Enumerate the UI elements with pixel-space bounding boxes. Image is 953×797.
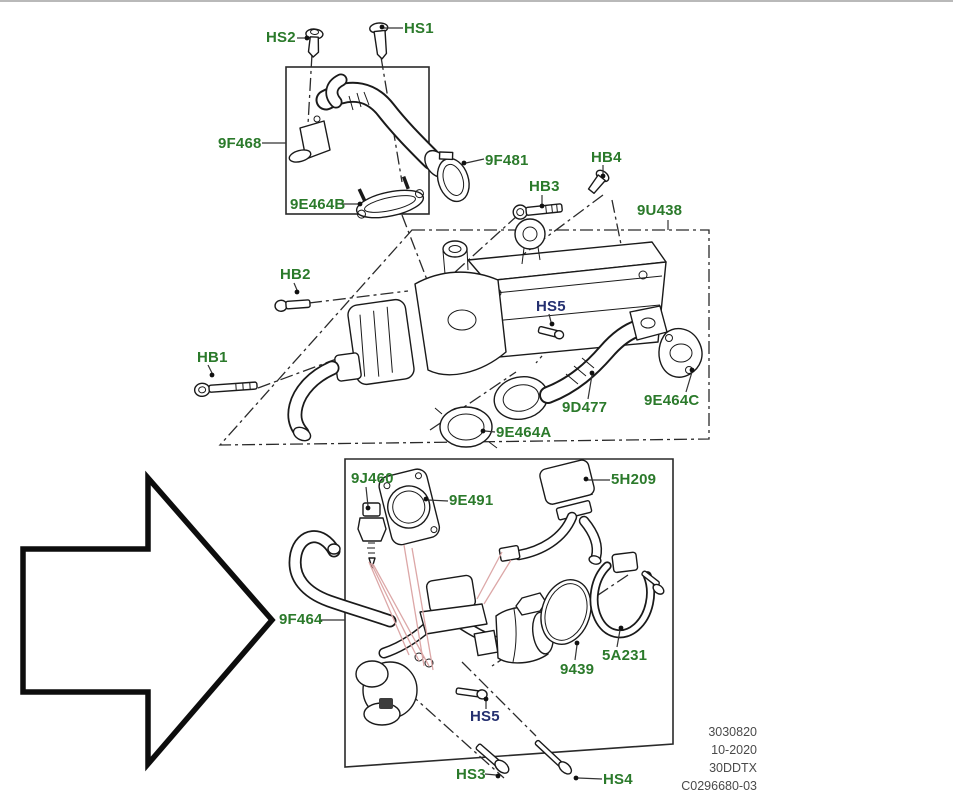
part-5h209-solenoid — [498, 459, 603, 565]
part-9e464b-gasket — [355, 175, 425, 219]
drawing-number: 3030820 — [708, 725, 757, 739]
part-9j460-sensor — [357, 502, 387, 569]
callout-hs5-bottom[interactable]: HS5 — [470, 708, 500, 725]
part-9e491-gasket — [378, 468, 441, 546]
callout-9f468[interactable]: 9F468 — [218, 135, 262, 152]
part-5a231-clamp — [589, 551, 665, 639]
part-hs3-bolt — [475, 743, 510, 774]
callout-9f464[interactable]: 9F464 — [279, 611, 323, 628]
callout-hs2[interactable]: HS2 — [266, 29, 296, 46]
callout-hb1[interactable]: HB1 — [197, 349, 228, 366]
part-egr-valve-unit — [288, 530, 555, 726]
callout-9e491[interactable]: 9E491 — [449, 492, 494, 509]
callout-9439[interactable]: 9439 — [560, 661, 595, 678]
drawing-date: 10-2020 — [711, 743, 757, 757]
part-9e464a-gasket — [434, 406, 498, 449]
part-9439-oring — [540, 579, 592, 645]
part-9f481-clamp — [436, 151, 470, 203]
part-hs5-screw-bottom — [455, 687, 488, 700]
callout-hs1[interactable]: HS1 — [404, 20, 434, 37]
box-9u438 — [218, 229, 710, 446]
callout-hb3[interactable]: HB3 — [529, 178, 560, 195]
callout-9e464a[interactable]: 9E464A — [496, 424, 552, 441]
box-9f464 — [344, 458, 674, 768]
locator-lines — [368, 544, 512, 671]
part-hs5-screw-mid — [537, 325, 565, 340]
callout-5h209[interactable]: 5H209 — [611, 471, 657, 488]
engine-code: 30DDTX — [709, 761, 757, 775]
callout-9f481[interactable]: 9F481 — [485, 152, 529, 169]
part-hs4-bolt — [534, 739, 573, 775]
callout-5a231[interactable]: 5A231 — [602, 647, 648, 664]
callout-9j460[interactable]: 9J460 — [351, 470, 394, 487]
callout-leaders — [207, 24, 695, 781]
callout-hb4[interactable]: HB4 — [591, 149, 622, 166]
callout-hs3[interactable]: HS3 — [456, 766, 486, 783]
part-hb2-bolt — [274, 299, 311, 312]
part-9d477-downpipe — [539, 305, 668, 404]
part-hb3-bolt — [512, 203, 563, 220]
callout-hs5-mid[interactable]: HS5 — [536, 298, 566, 315]
callout-9u438[interactable]: 9U438 — [637, 202, 683, 219]
pointer-arrow-icon — [20, 470, 276, 772]
part-hs1-screw — [369, 22, 389, 60]
part-hb1-bolt — [193, 381, 258, 398]
callout-9e464b[interactable]: 9E464B — [290, 196, 346, 213]
callout-hb2[interactable]: HB2 — [280, 266, 311, 283]
part-9f468-pipe — [288, 73, 450, 179]
drawing-ref: C0296680-03 — [681, 779, 757, 793]
drawing-number-block: 3030820 10-2020 30DDTX C0296680-03 — [681, 723, 757, 795]
callout-hs4[interactable]: HS4 — [603, 771, 633, 788]
part-9e464c-gasket — [658, 327, 703, 378]
part-hs2-screw — [305, 28, 324, 58]
callout-9d477[interactable]: 9D477 — [562, 399, 608, 416]
callout-9e464c[interactable]: 9E464C — [644, 392, 700, 409]
part-hb4-screw — [587, 169, 610, 194]
